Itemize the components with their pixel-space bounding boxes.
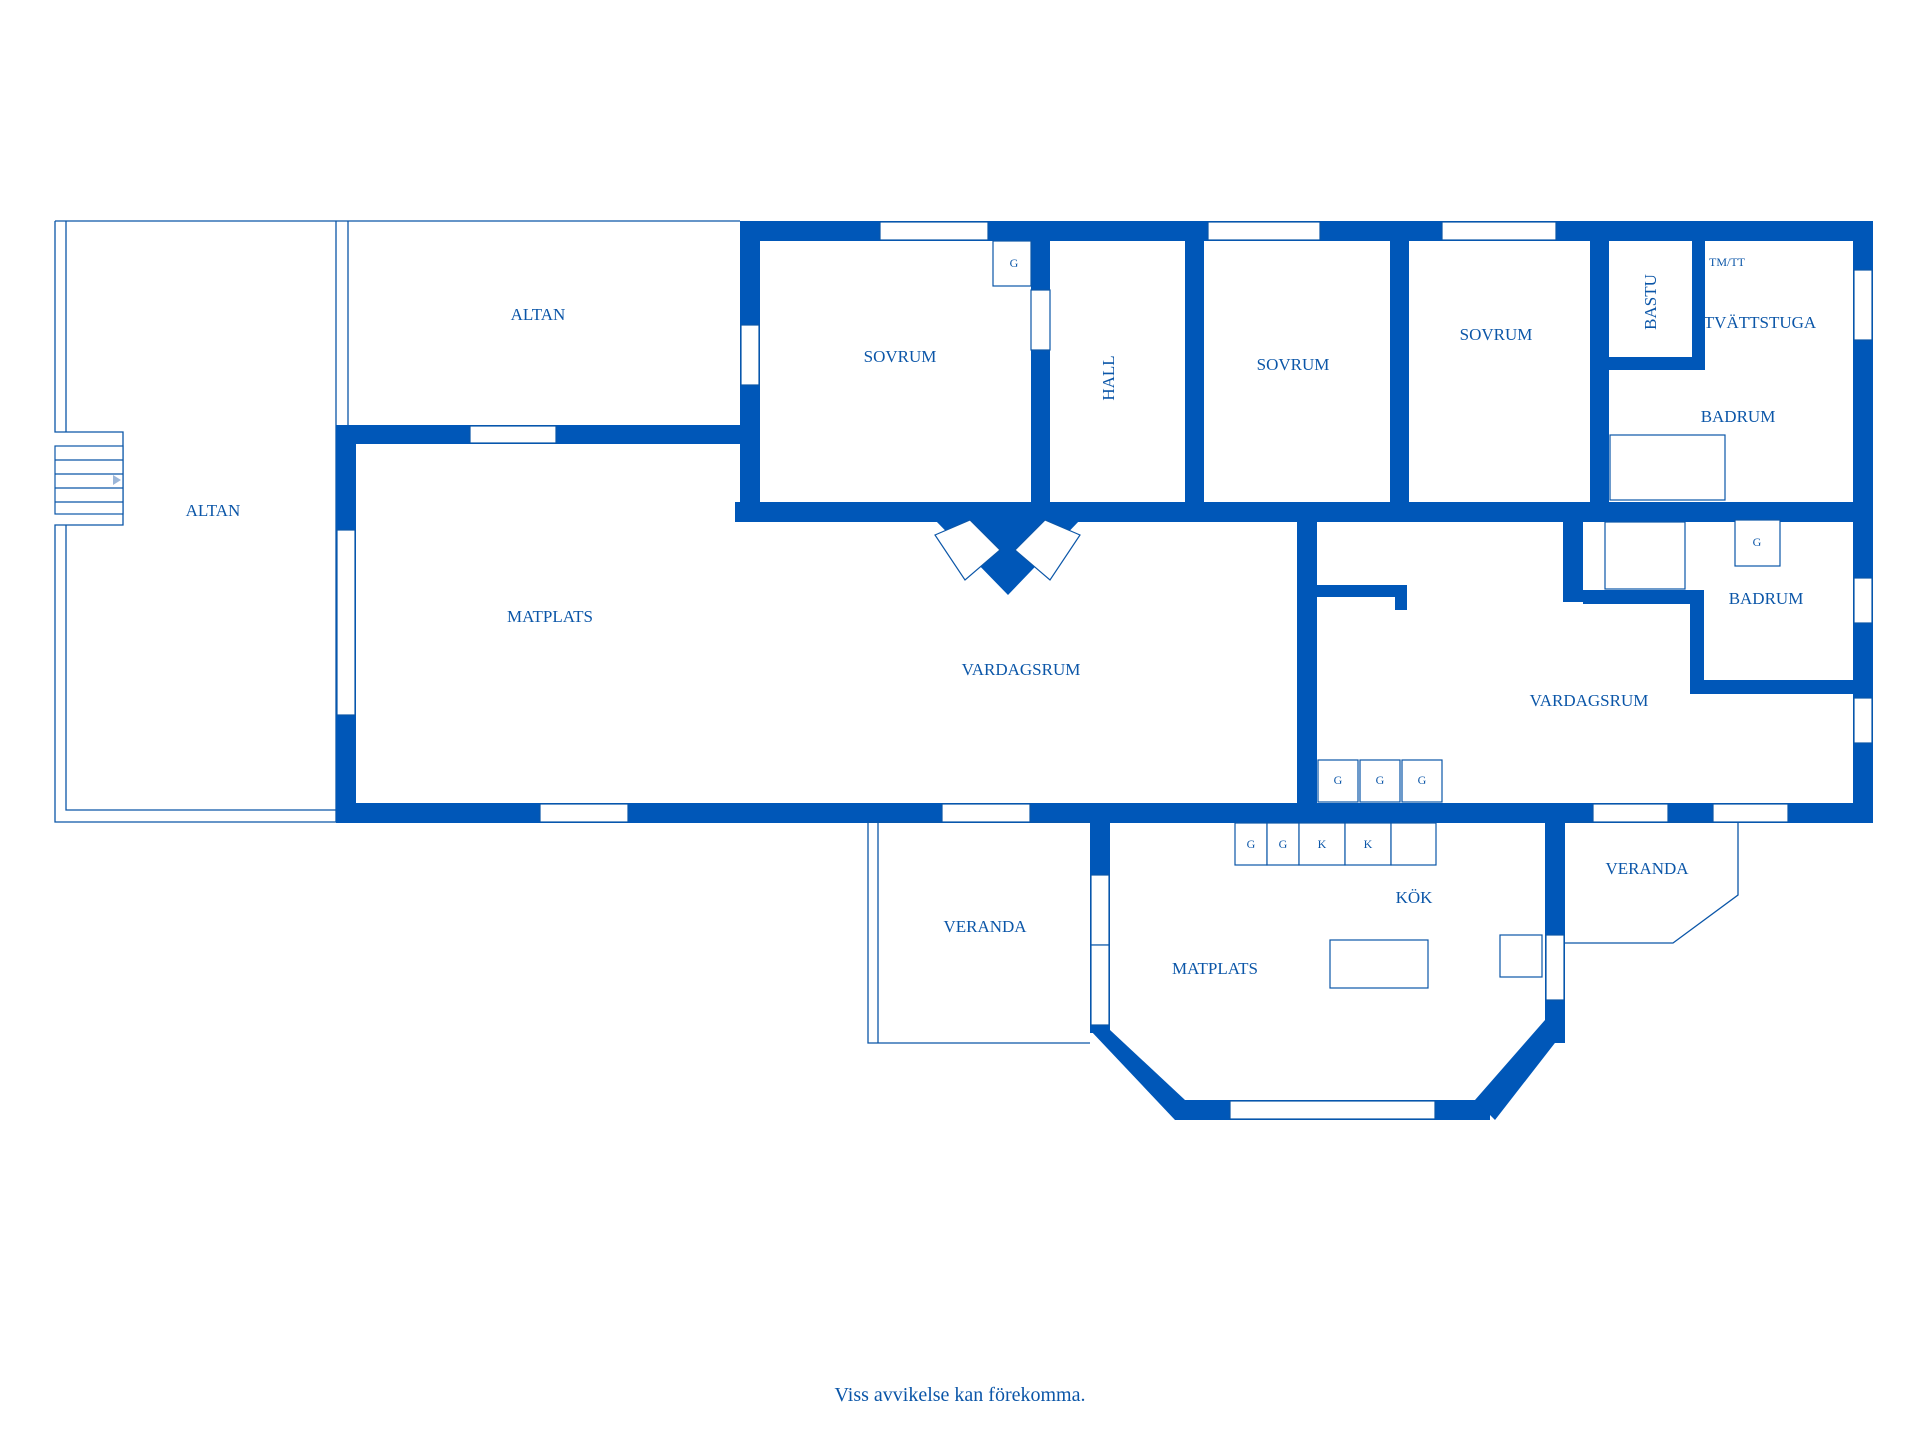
room-label-veranda-1: VERANDA — [943, 917, 1027, 936]
room-label-sovrum-2: SOVRUM — [1257, 355, 1330, 374]
room-label-matplats-2: MATPLATS — [1172, 959, 1258, 978]
appliance-label: G — [1279, 837, 1288, 851]
room-label-veranda-2: VERANDA — [1605, 859, 1689, 878]
room-label-vardagsrum-2: VARDAGSRUM — [1530, 691, 1649, 710]
appliance-label: G — [1247, 837, 1256, 851]
room-label-sovrum-1: SOVRUM — [864, 347, 937, 366]
appliance-label: G — [1376, 773, 1385, 787]
room-label-tvattstuga: TVÄTTSTUGA — [1704, 313, 1817, 332]
room-label-matplats-1: MATPLATS — [507, 607, 593, 626]
room-label-kok: KÖK — [1396, 888, 1434, 907]
exterior-walls — [336, 221, 1873, 823]
room-label-badrum-2: BADRUM — [1729, 589, 1804, 608]
appliance-label: G — [1334, 773, 1343, 787]
room-label-altan-left: ALTAN — [186, 501, 241, 520]
room-label-altan-top: ALTAN — [511, 305, 566, 324]
room-label-badrum-1: BADRUM — [1701, 407, 1776, 426]
room-label-tm-tt: TM/TT — [1709, 255, 1746, 269]
room-label-vardagsrum-1: VARDAGSRUM — [962, 660, 1081, 679]
disclaimer-text: Viss avvikelse kan förekomma. — [834, 1384, 1086, 1406]
altan-outlines — [54, 220, 740, 823]
appliance-label: K — [1364, 837, 1373, 851]
fixtures — [992, 240, 1781, 989]
appliance-label: G — [1418, 773, 1427, 787]
appliance-label: K — [1318, 837, 1327, 851]
altan-stairs — [54, 445, 124, 515]
room-label-hall: HALL — [1099, 355, 1118, 400]
windows — [336, 221, 1873, 1120]
fireplace-icon — [934, 519, 1081, 595]
appliance-label: G — [1753, 535, 1762, 549]
appliance-label: G — [1010, 256, 1019, 270]
room-label-bastu: BASTU — [1641, 274, 1660, 330]
room-label-sovrum-3: SOVRUM — [1460, 325, 1533, 344]
